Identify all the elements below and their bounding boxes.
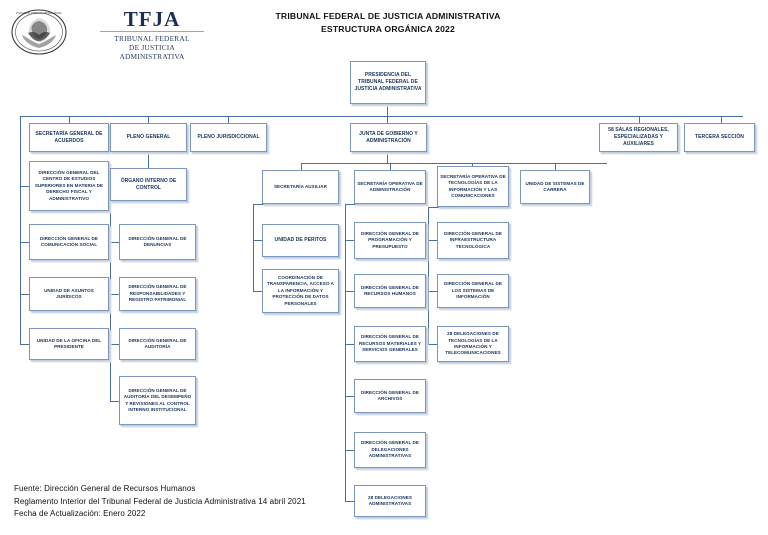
node-secretaria-operativa-administracion[interactable]: SECRETARÍA OPERATIVA DE ADMINISTRACIÓN (354, 170, 426, 204)
tfja-subtitle-line2: DE JUSTICIA ADMINISTRATIVA (119, 43, 185, 61)
connector-oic-to-denuncias (110, 242, 119, 243)
connector-oic-to-auditoria (110, 344, 119, 345)
node-dg-denuncias[interactable]: DIRECCIÓN GENERAL DE DENUNCIAS (119, 224, 196, 260)
connector-drop-pleno-jurisdiccional (228, 116, 229, 123)
connector-spine-auxiliar (253, 204, 254, 291)
node-dg-recursos-materiales[interactable]: DIRECCIÓN GENERAL DE RECURSOS MATERIALES… (354, 326, 426, 362)
connector-drop-tercera-seccion (721, 116, 722, 123)
node-secretaria-operativa-tic[interactable]: SECRETARÍA OPERATIVA DE TECNOLOGÍAS DE L… (437, 166, 509, 207)
connector-auxiliar-to-transparencia (253, 291, 262, 292)
node-dg-centro-estudios-superiores[interactable]: DIRECCIÓN GENERAL DEL CENTRO DE ESTUDIOS… (29, 161, 109, 211)
connector-left-to-asuntos (20, 294, 29, 295)
tfja-subtitle-line1: TRIBUNAL FEDERAL (114, 34, 190, 43)
node-dg-delegaciones-administrativas[interactable]: DIRECCIÓN GENERAL DE DELEGACIONES ADMINI… (354, 432, 426, 468)
node-tercera-seccion[interactable]: TERCERA SECCIÓN (684, 123, 755, 152)
connector-admin-to-archivos (345, 396, 354, 397)
connector-drop-secretaria-auxiliar (301, 163, 302, 170)
page-title-line2: ESTRUCTURA ORGÁNICA 2022 (320, 24, 456, 34)
page-title-line1: TRIBUNAL FEDERAL DE JUSTICIA ADMINISTRAT… (275, 11, 501, 21)
connector-tic-to-infraestructura (428, 240, 437, 241)
connector-admin-to-recursos-humanos (345, 291, 354, 292)
connector-spine-left (20, 116, 21, 345)
node-secretaria-auxiliar[interactable]: SECRETARÍA AUXILIAR (262, 170, 339, 204)
connector-left-to-cees (20, 186, 29, 187)
connector-drop-secretaria-general (69, 116, 70, 123)
node-58-salas-regionales[interactable]: 58 SALAS REGIONALES, ESPECIALIZADAS Y AU… (599, 123, 678, 152)
connector-spine-tic (428, 207, 429, 344)
node-junta-gobierno-administracion[interactable]: JUNTA DE GOBIERNO Y ADMINISTRACIÓN (350, 123, 427, 152)
connector-oic-stub (110, 201, 148, 202)
connector-spine-oic (110, 201, 111, 401)
tfja-logo: TFJA TRIBUNAL FEDERAL DE JUSTICIA ADMINI… (96, 7, 208, 61)
node-presidencia[interactable]: PRESIDENCIA DEL TRIBUNAL FEDERAL DE JUST… (350, 61, 426, 104)
connector-root-down (387, 104, 388, 116)
node-secretaria-general-acuerdos[interactable]: SECRETARÍA GENERAL DE ACUERDOS (29, 123, 109, 152)
node-dg-archivos[interactable]: DIRECCIÓN GENERAL DE ARCHIVOS (354, 379, 426, 413)
node-unidad-oficina-presidente[interactable]: UNIDAD DE LA OFICINA DEL PRESIDENTE (29, 328, 109, 360)
node-dg-programacion-presupuesto[interactable]: DIRECCIÓN GENERAL DE PROGRAMACIÓN Y PRES… (354, 222, 426, 259)
connector-junta-down (387, 152, 388, 163)
node-coordinacion-transparencia[interactable]: COORDINACIÓN DE TRANSPARENCIA, ACCESO A … (262, 269, 339, 313)
node-dg-auditoria-desempeno[interactable]: DIRECCIÓN GENERAL DE AUDITORÍA DEL DESEM… (119, 376, 196, 425)
logo-divider (100, 31, 204, 32)
connector-left-to-oficina-presidente (20, 344, 29, 345)
connector-pleno-to-oic (148, 152, 149, 168)
footer-update-date: Fecha de Actualización: Enero 2022 (14, 509, 146, 518)
node-dg-comunicacion-social[interactable]: DIRECCIÓN GENERAL DE COMUNICACIÓN SOCIAL (29, 224, 109, 260)
node-pleno-jurisdiccional[interactable]: PLENO JURISDICCIONAL (190, 123, 267, 152)
node-pleno-general[interactable]: PLENO GENERAL (110, 123, 187, 152)
connector-left-to-comunicacion (20, 242, 29, 243)
connector-level2-bus (301, 163, 607, 164)
node-dg-auditoria[interactable]: DIRECCIÓN GENERAL DE AUDITORÍA (119, 328, 196, 360)
connector-spine-administracion (345, 204, 346, 501)
footer-source: Fuente: Dirección General de Recursos Hu… (14, 484, 196, 493)
mexican-coat-of-arms-seal: ESTADOS UNIDOS MEXICANOS (8, 8, 70, 56)
connector-drop-salas (639, 116, 640, 123)
connector-drop-unidad-sistemas-carrera (555, 163, 556, 170)
node-28-delegaciones-tic[interactable]: 28 DELEGACIONES DE TECNOLOGÍAS DE LA INF… (437, 326, 509, 362)
node-28-delegaciones-administrativas[interactable]: 28 DELEGACIONES ADMINISTRATIVAS (354, 485, 426, 517)
connector-administracion-stub (345, 204, 390, 205)
connector-admin-to-delegaciones-dg (345, 450, 354, 451)
connector-level1-bus (20, 116, 743, 117)
node-dg-responsabilidades-registro-patrimonial[interactable]: DIRECCIÓN GENERAL DE RESPONSABILIDADES Y… (119, 277, 196, 311)
connector-drop-sec-op-administracion (390, 163, 391, 170)
node-unidad-sistemas-carrera[interactable]: UNIDAD DE SISTEMAS DE CARRERA (520, 170, 590, 204)
footer-regulation: Reglamento Interior del Tribunal Federal… (14, 496, 306, 506)
connector-auxiliar-to-peritos (253, 240, 262, 241)
connector-admin-to-programacion (345, 240, 354, 241)
node-dg-recursos-humanos[interactable]: DIRECCIÓN GENERAL DE RECURSOS HUMANOS (354, 274, 426, 308)
connector-oic-to-responsabilidades (110, 294, 119, 295)
connector-tic-stub (428, 207, 472, 208)
connector-auxiliar-stub (253, 204, 301, 205)
page-title: TRIBUNAL FEDERAL DE JUSTICIA ADMINISTRAT… (238, 10, 538, 36)
connector-tic-to-sistemas-informacion (428, 291, 437, 292)
node-dg-infraestructura-tecnologica[interactable]: DIRECCIÓN GENERAL DE INFRAESTRUCTURA TEC… (437, 222, 509, 259)
tfja-acronym: TFJA (123, 7, 181, 31)
connector-admin-to-recursos-materiales (345, 344, 354, 345)
connector-drop-junta-gobierno (387, 116, 388, 123)
footer: Fuente: Dirección General de Recursos Hu… (14, 483, 444, 521)
node-organo-interno-control[interactable]: ÓRGANO INTERNO DE CONTROL (110, 168, 187, 201)
connector-oic-to-auditoria-desempeno (110, 401, 119, 402)
connector-drop-pleno-general (148, 116, 149, 123)
node-unidad-peritos[interactable]: UNIDAD DE PERITOS (262, 224, 339, 257)
connector-tic-to-28-delegaciones-tic (428, 344, 437, 345)
svg-text:ESTADOS UNIDOS MEXICANOS: ESTADOS UNIDOS MEXICANOS (16, 11, 62, 15)
connector-admin-to-28-delegaciones (345, 501, 354, 502)
node-unidad-asuntos-juridicos[interactable]: UNIDAD DE ASUNTOS JURÍDICOS (29, 277, 109, 311)
node-dg-sistemas-informacion[interactable]: DIRECCIÓN GENERAL DE LOS SISTEMAS DE INF… (437, 274, 509, 308)
